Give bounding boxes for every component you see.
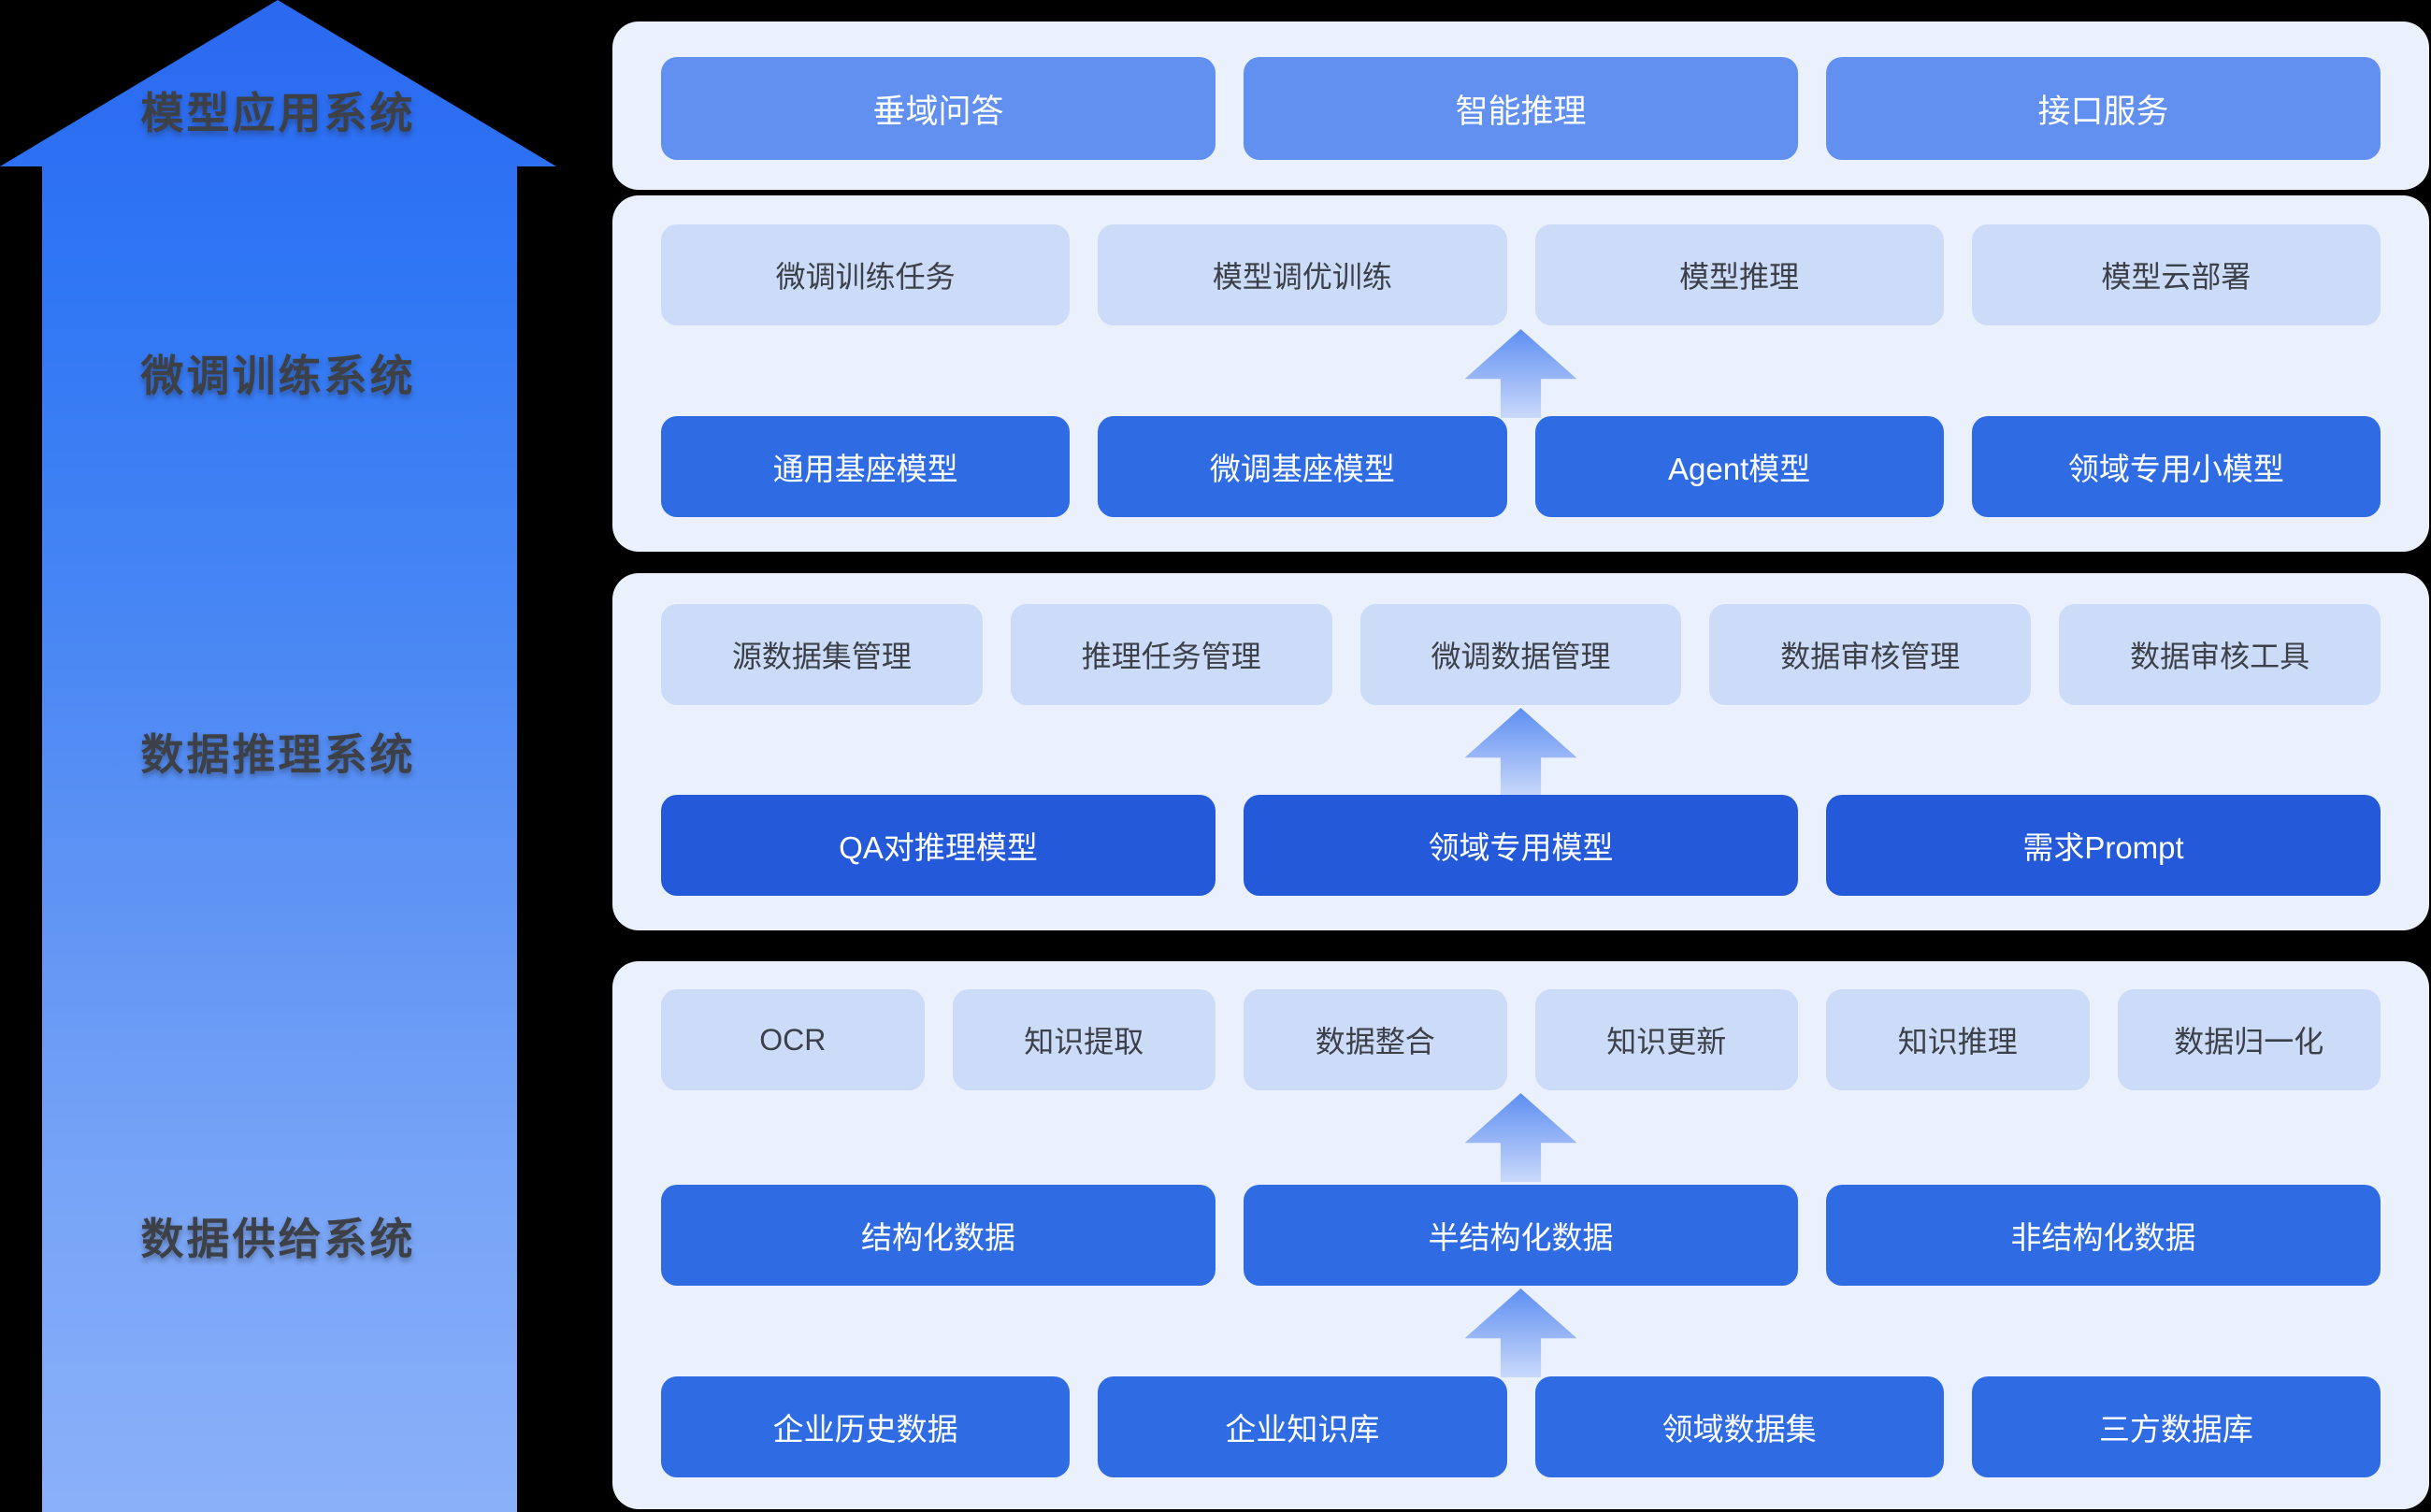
tower-label-model-application-system: 模型应用系统 <box>140 89 416 137</box>
box-data-review-tool: 数据审核工具 <box>2059 604 2381 705</box>
up-arrow-icon <box>1464 329 1577 418</box>
box-model-inference: 模型推理 <box>1534 224 1944 325</box>
box-data-review-mgmt: 数据审核管理 <box>1709 604 2032 705</box>
row-application-services: 垂域问答 智能推理 接口服务 <box>661 57 2381 160</box>
box-domain-dataset: 领域数据集 <box>1534 1376 1944 1477</box>
panel-data-inference-system: 源数据集管理 推理任务管理 微调数据管理 数据审核管理 数据审核工具 QA对推理… <box>612 573 2429 930</box>
box-third-party-database: 三方数据库 <box>1971 1376 2381 1477</box>
tower-label-data-inference-system: 数据推理系统 <box>140 730 416 779</box>
box-finetune-data-mgmt: 微调数据管理 <box>1359 604 1682 705</box>
row-data-sources: 企业历史数据 企业知识库 领域数据集 三方数据库 <box>661 1376 2381 1477</box>
panel-finetune-training-system: 微调训练任务 模型调优训练 模型推理 模型云部署 通用基座模型 微调基座模型 A… <box>612 195 2429 552</box>
box-knowledge-extraction: 知识提取 <box>952 989 1216 1090</box>
box-enterprise-knowledge-base: 企业知识库 <box>1098 1376 1507 1477</box>
row-base-models: 通用基座模型 微调基座模型 Agent模型 领域专用小模型 <box>661 416 2381 517</box>
up-arrow-icon <box>1464 1093 1577 1182</box>
row-data-types: 结构化数据 半结构化数据 非结构化数据 <box>661 1185 2381 1286</box>
box-domain-small-model: 领域专用小模型 <box>1971 416 2381 517</box>
box-finetune-training-task: 微调训练任务 <box>661 224 1071 325</box>
tower-label-data-supply-system: 数据供给系统 <box>140 1215 416 1263</box>
box-knowledge-update: 知识更新 <box>1534 989 1798 1090</box>
box-semi-structured-data: 半结构化数据 <box>1244 1185 1798 1286</box>
tower-label-finetune-training-system: 微调训练系统 <box>140 352 416 400</box>
box-agent-model: Agent模型 <box>1534 416 1944 517</box>
box-qa-pair-inference-model: QA对推理模型 <box>661 795 1216 896</box>
box-domain-specific-model: 领域专用模型 <box>1244 795 1798 896</box>
panel-data-supply-system: OCR 知识提取 数据整合 知识更新 知识推理 数据归一化 结构化数据 半结构化… <box>612 961 2429 1509</box>
tower-up-arrow-icon <box>0 0 556 1512</box>
up-arrow-icon <box>1464 708 1577 797</box>
box-vertical-domain-qa: 垂域问答 <box>661 57 1216 160</box>
box-data-integration: 数据整合 <box>1244 989 1507 1090</box>
row-data-processing: OCR 知识提取 数据整合 知识更新 知识推理 数据归一化 <box>661 989 2381 1090</box>
box-unstructured-data: 非结构化数据 <box>1826 1185 2381 1286</box>
up-arrow-icon <box>1464 1289 1577 1377</box>
box-data-normalization: 数据归一化 <box>2117 989 2381 1090</box>
box-model-cloud-deploy: 模型云部署 <box>1971 224 2381 325</box>
box-inference-task-mgmt: 推理任务管理 <box>1010 604 1332 705</box>
box-enterprise-history-data: 企业历史数据 <box>661 1376 1071 1477</box>
panel-model-application-system: 垂域问答 智能推理 接口服务 <box>612 22 2429 190</box>
box-requirement-prompt: 需求Prompt <box>1826 795 2381 896</box>
box-general-base-model: 通用基座模型 <box>661 416 1071 517</box>
row-data-management: 源数据集管理 推理任务管理 微调数据管理 数据审核管理 数据审核工具 <box>661 604 2381 705</box>
row-inference-models: QA对推理模型 领域专用模型 需求Prompt <box>661 795 2381 896</box>
box-intelligent-reasoning: 智能推理 <box>1244 57 1798 160</box>
row-training-tasks: 微调训练任务 模型调优训练 模型推理 模型云部署 <box>661 224 2381 325</box>
box-finetuned-base-model: 微调基座模型 <box>1098 416 1507 517</box>
box-ocr: OCR <box>661 989 925 1090</box>
box-source-dataset-mgmt: 源数据集管理 <box>661 604 983 705</box>
box-knowledge-inference: 知识推理 <box>1826 989 2090 1090</box>
box-api-service: 接口服务 <box>1826 57 2381 160</box>
box-model-tuning-training: 模型调优训练 <box>1098 224 1507 325</box>
box-structured-data: 结构化数据 <box>661 1185 1216 1286</box>
